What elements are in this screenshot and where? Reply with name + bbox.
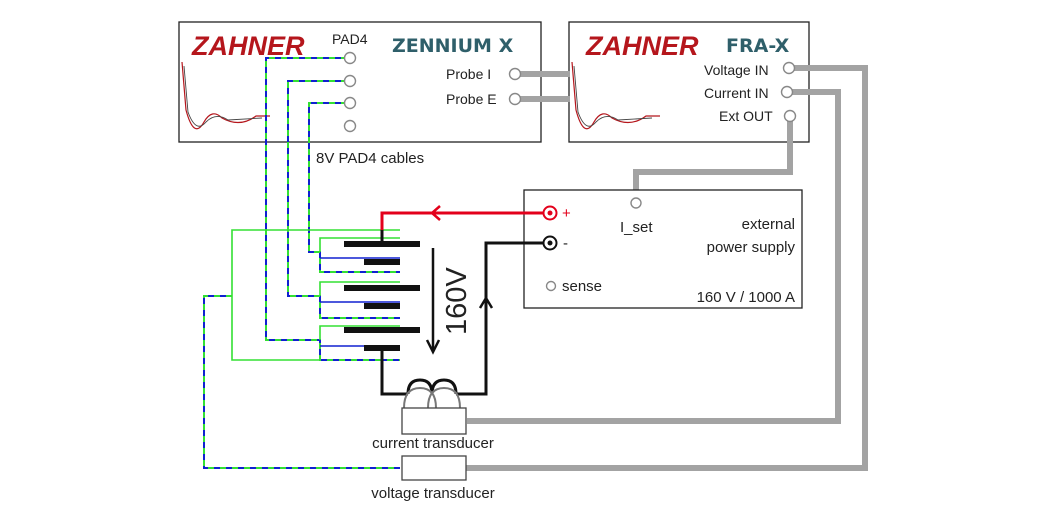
voltage-transducer-label: voltage transducer (371, 485, 494, 502)
current-transducer-box (401, 407, 467, 435)
pad4-connector-3 (343, 96, 357, 110)
probe-e-connector (508, 92, 522, 106)
voltage-in-label: Voltage IN (704, 62, 769, 78)
fra-product-name: FRA-X (726, 35, 790, 57)
positive-label: + (562, 205, 571, 222)
negative-label: - (563, 235, 568, 252)
power-wires (380, 205, 543, 409)
voltage-in-cable (465, 65, 868, 471)
fra-logo: ZAHNER (585, 31, 699, 61)
pad4-label: PAD4 (332, 31, 368, 47)
psu-rating: 160 V / 1000 A (697, 289, 795, 306)
probe-i-connector (508, 67, 522, 81)
zennium-logo: ZAHNER (191, 31, 305, 61)
psu-title-line1: external (742, 216, 795, 233)
pad4-connector-4 (343, 119, 357, 133)
iset-label: I_set (620, 219, 653, 236)
current-transducer-label: current transducer (372, 435, 494, 452)
probe-e-label: Probe E (446, 91, 497, 107)
battery-voltage-label: 160V (441, 267, 473, 335)
sense-label: sense (562, 278, 602, 295)
negative-wire (456, 241, 543, 396)
psu-title-line2: power supply (707, 239, 796, 256)
fra-x-device: ZAHNER FRA-X Voltage IN Current IN Ext O… (568, 21, 810, 143)
pad4-connectors (343, 51, 357, 133)
ext-out-label: Ext OUT (719, 108, 773, 124)
current-in-cable (467, 89, 841, 424)
impedance-trace-icon (181, 61, 270, 130)
voltage-transducer-box (401, 455, 467, 481)
zennium-product-name: ZENNIUM X (392, 35, 514, 57)
external-power-supply: I_set external power supply sense 160 V … (523, 189, 803, 309)
bnc-cables (465, 65, 868, 471)
sense-connector (545, 280, 557, 292)
current-in-connector (780, 85, 794, 99)
pad4-cables-label: 8V PAD4 cables (316, 150, 424, 167)
ext-out-cable (633, 116, 793, 198)
positive-wire (380, 211, 543, 230)
pad4-connector-1 (343, 51, 357, 65)
voltage-in-connector (782, 61, 796, 75)
current-in-label: Current IN (704, 85, 769, 101)
probe-i-label: Probe I (446, 66, 491, 82)
zennium-x-device: ZAHNER ZENNIUM X PAD4 Probe I Probe E (178, 21, 542, 143)
bnc-connectors (508, 61, 797, 123)
pad4-connector-2 (343, 74, 357, 88)
voltage-arrow (425, 248, 441, 355)
ext-out-connector (783, 109, 797, 123)
pad4-sense-cables (203, 57, 400, 469)
battery-stack (344, 230, 420, 360)
fra-trace-icon (571, 61, 660, 130)
iset-connector (630, 197, 642, 209)
